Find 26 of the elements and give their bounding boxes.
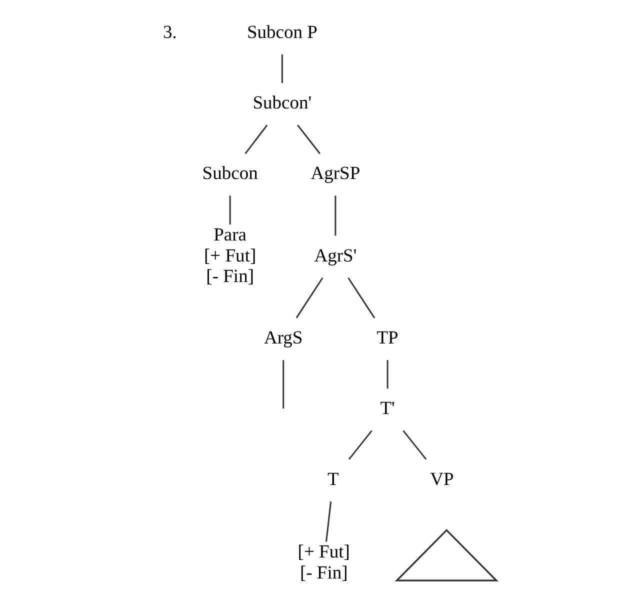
connector [326, 502, 332, 542]
node-text: Subcon' [252, 92, 312, 114]
connector [402, 430, 427, 460]
node-text: Para [+ Fut] [- Fin] [204, 224, 256, 288]
node-text: AgrSP [310, 163, 360, 184]
connector [244, 124, 268, 154]
node-text: ArgS [264, 328, 303, 349]
connector [334, 196, 336, 236]
node-text: T' [380, 398, 395, 420]
connector [297, 124, 320, 154]
connector [282, 360, 284, 409]
node-text: Subcon [202, 163, 258, 184]
node-triangle [394, 528, 498, 582]
node-text: TP [376, 328, 398, 349]
node-text: AgrS' [314, 245, 357, 266]
connector [296, 277, 324, 318]
connector [386, 360, 388, 389]
node-text: Subcon P [246, 22, 318, 43]
connector [281, 54, 283, 84]
label: 3. [162, 22, 177, 43]
connector [229, 196, 231, 224]
connector [348, 277, 376, 318]
node-text: VP [430, 468, 454, 490]
node-text: T [327, 468, 339, 490]
node-text: [+ Fut] [- Fin] [298, 542, 350, 584]
connector [348, 430, 372, 460]
